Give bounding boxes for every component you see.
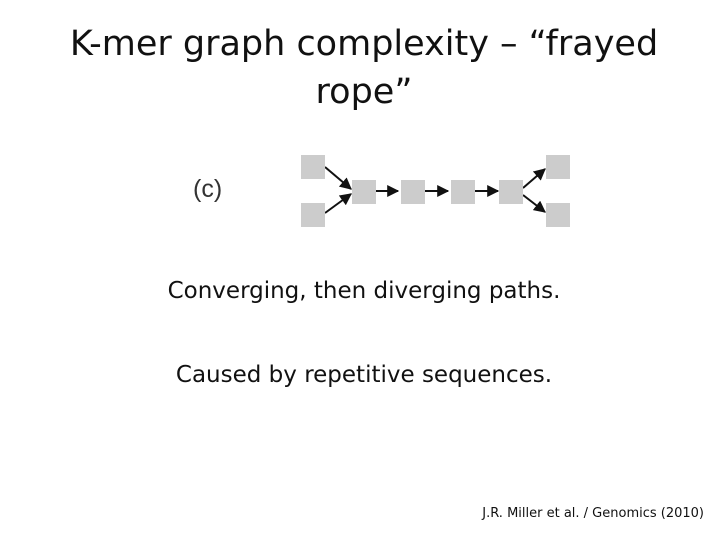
node-c3 xyxy=(451,180,475,204)
node-in-bottom xyxy=(301,203,325,227)
frayed-rope-diagram: (c) xyxy=(180,140,580,240)
panel-label: (c) xyxy=(193,175,223,203)
edge-c4-out-top xyxy=(522,168,546,189)
edge-in-top-c1 xyxy=(324,166,352,190)
edge-c4-out-bottom xyxy=(522,194,546,213)
bullet-repetitive: Caused by repetitive sequences. xyxy=(175,362,553,388)
slide-title: K-mer graph complexity – “frayed rope” xyxy=(69,24,659,112)
node-c1 xyxy=(352,180,376,204)
edge-in-bottom-c1 xyxy=(324,193,352,214)
node-out-top xyxy=(546,155,570,179)
node-c2 xyxy=(401,180,425,204)
node-in-top xyxy=(301,155,325,179)
node-c4 xyxy=(499,180,523,204)
bullet-converging: Converging, then diverging paths. xyxy=(167,278,561,304)
citation: J.R. Miller et al. / Genomics (2010) xyxy=(482,506,704,521)
graph-svg xyxy=(301,155,570,227)
node-out-bottom xyxy=(546,203,570,227)
